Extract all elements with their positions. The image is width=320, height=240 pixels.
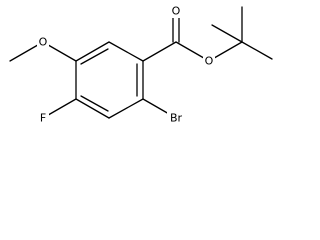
bond-ring-carbonyl <box>142 41 177 62</box>
ring-bond-c6-c1 <box>108 41 144 62</box>
ring-bond-c2-c3 <box>108 98 144 119</box>
bond-tbu-methyl-right <box>241 41 273 60</box>
ester-oxygen-text: O <box>205 55 214 68</box>
bond-tbu-methyl-left <box>211 24 243 43</box>
tert-butyl-ester-group <box>142 6 273 62</box>
atom-label-fluorine: F <box>37 111 49 125</box>
methoxy-oxygen-text: O <box>39 36 48 49</box>
benzene-ring <box>75 41 144 119</box>
atom-label-carbonyl-oxygen: O <box>170 4 182 18</box>
ring-bond-c5-c6 <box>75 41 110 62</box>
fluorine-text: F <box>40 112 46 125</box>
ring-bond-c3-c4 <box>75 98 110 119</box>
carbonyl-oxygen-text: O <box>172 5 181 18</box>
ring-bond-c5-c6-inner <box>80 48 109 65</box>
bromine-text: Br <box>170 112 183 125</box>
atom-label-ester-oxygen: O <box>203 54 215 68</box>
atom-label-bromine: Br <box>167 111 185 125</box>
ring-bond-c3-c4-inner <box>80 95 109 112</box>
chemical-structure: O O O F Br <box>9 4 273 125</box>
atom-label-methoxy-oxygen: O <box>37 35 49 49</box>
